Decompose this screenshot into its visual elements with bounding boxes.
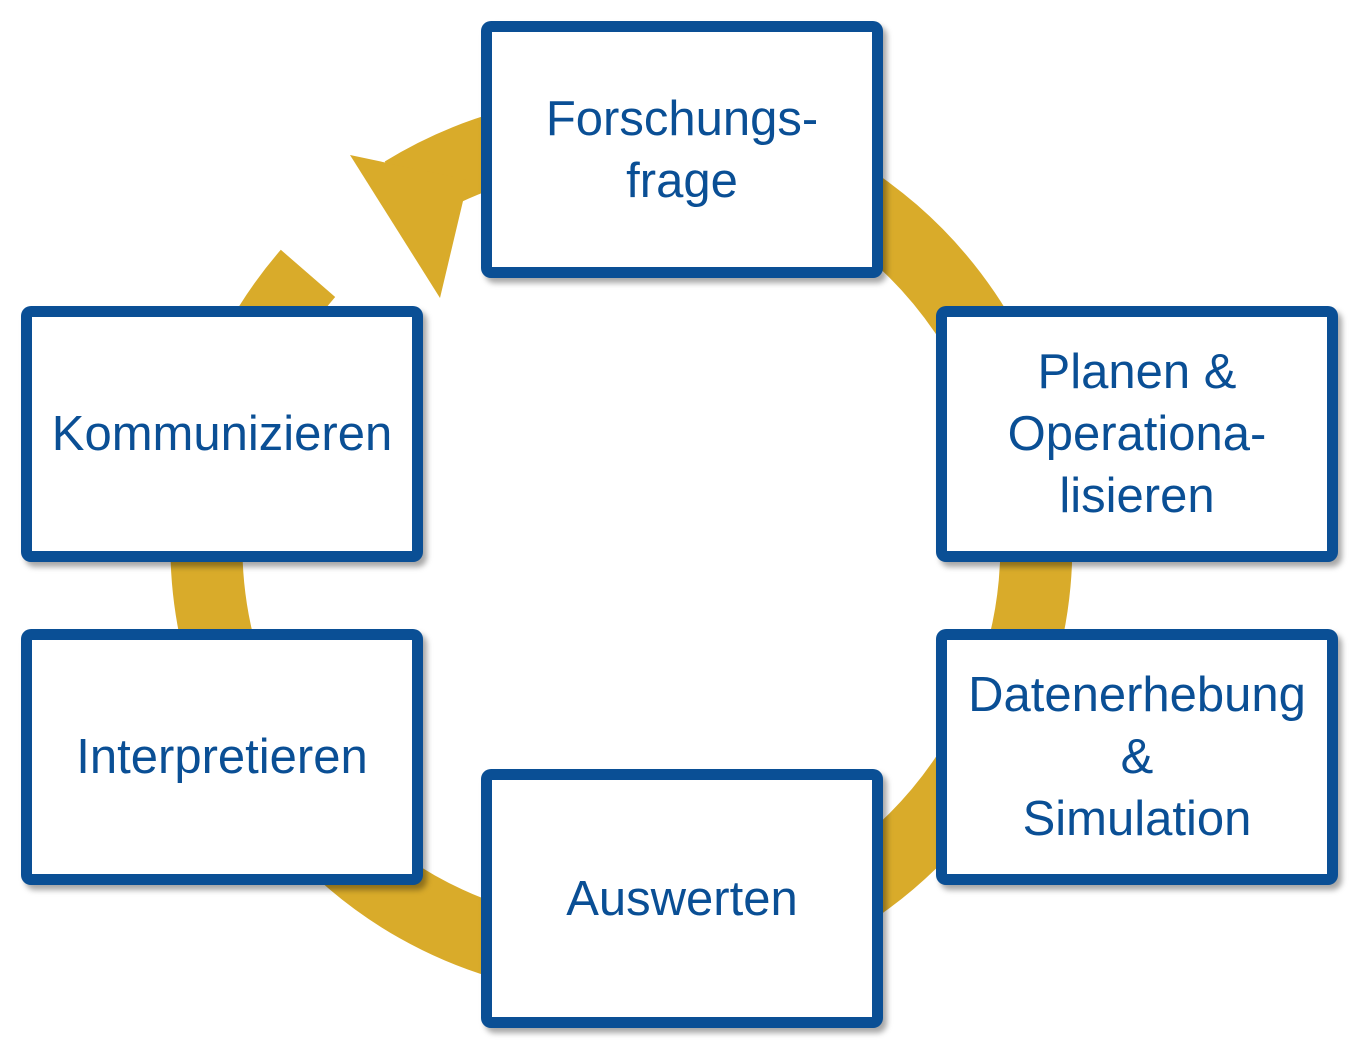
step-label-line: Datenerhebung	[968, 668, 1306, 722]
step-box-planen: Planen & Operationa- lisieren	[936, 306, 1338, 562]
step-label-forschungsfrage: Forschungs- frage	[546, 88, 818, 212]
step-label-line: Interpretieren	[76, 730, 368, 784]
step-label-interpretieren: Interpretieren	[76, 726, 367, 788]
step-label-line: Auswerten	[566, 871, 798, 926]
step-label-planen: Planen & Operationa- lisieren	[1008, 341, 1267, 527]
step-label-datenerhebung: Datenerhebung & Simulation	[968, 664, 1306, 850]
cycle-arrowhead	[350, 155, 468, 298]
step-box-interpretieren: Interpretieren	[21, 629, 423, 885]
step-label-line: Simulation	[1022, 792, 1252, 846]
step-label-auswerten: Auswerten	[566, 868, 798, 930]
step-label-line: lisieren	[1059, 469, 1215, 523]
step-label-line: frage	[626, 153, 738, 208]
step-label-line: Operationa-	[1007, 407, 1267, 461]
step-label-kommunizieren: Kommunizieren	[52, 403, 392, 465]
step-box-auswerten: Auswerten	[481, 769, 883, 1028]
step-label-line: &	[1120, 730, 1154, 784]
step-label-line: Forschungs-	[545, 91, 819, 146]
step-box-datenerhebung: Datenerhebung & Simulation	[936, 629, 1338, 885]
step-label-line: Kommunizieren	[51, 407, 393, 461]
step-label-line: Planen &	[1037, 345, 1237, 399]
step-box-kommunizieren: Kommunizieren	[21, 306, 423, 562]
step-box-forschungsfrage: Forschungs- frage	[481, 21, 883, 278]
